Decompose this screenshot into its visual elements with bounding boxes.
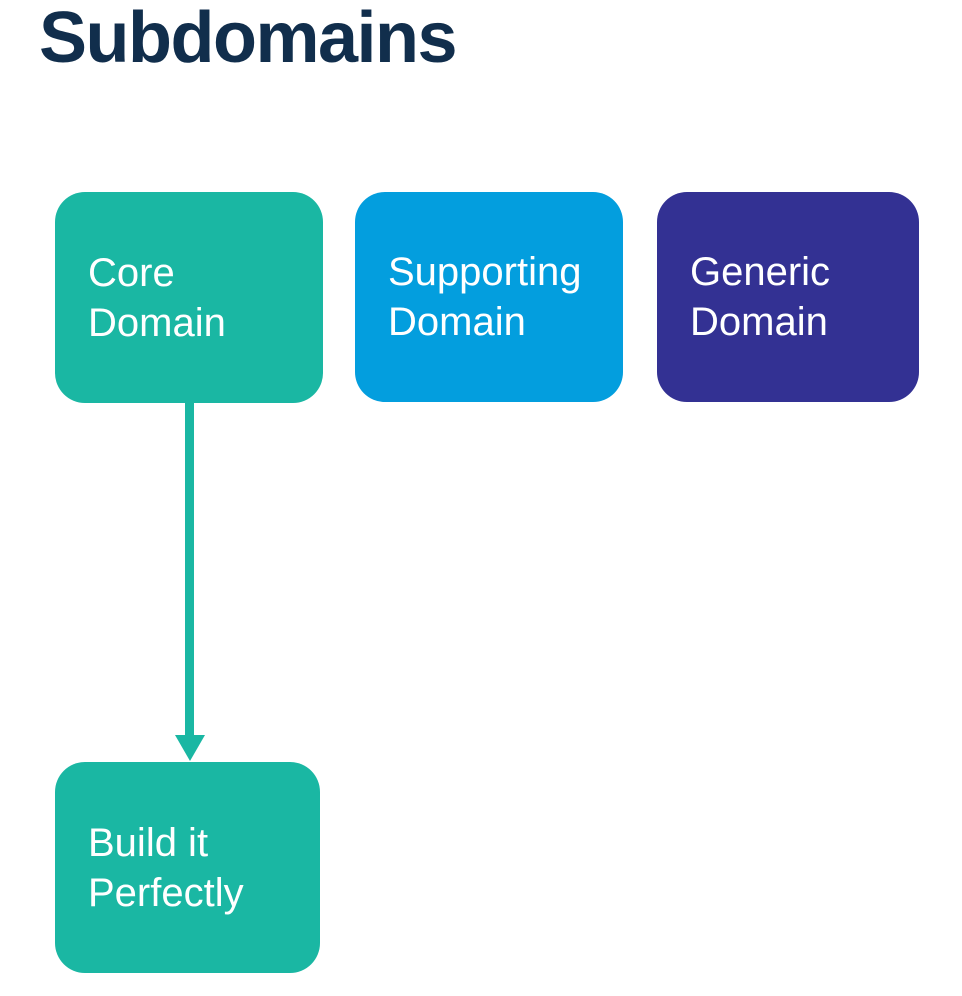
- arrow-down-icon: [175, 735, 205, 761]
- node-generic-domain-label: Generic Domain: [690, 250, 831, 344]
- node-build-it-perfectly: Build it Perfectly: [55, 762, 320, 973]
- page-title: Subdomains: [39, 0, 458, 78]
- node-generic-domain: Generic Domain: [657, 192, 919, 402]
- node-supporting-domain: Supporting Domain: [355, 192, 623, 402]
- node-core-domain: Core Domain: [55, 192, 323, 403]
- node-supporting-domain-label: Supporting Domain: [388, 250, 582, 344]
- arrow-core-to-build-stem: [185, 403, 194, 740]
- node-core-domain-label: Core Domain: [88, 250, 226, 345]
- node-build-it-perfectly-label: Build it Perfectly: [88, 820, 244, 915]
- arrow-head-triangle: [175, 735, 205, 761]
